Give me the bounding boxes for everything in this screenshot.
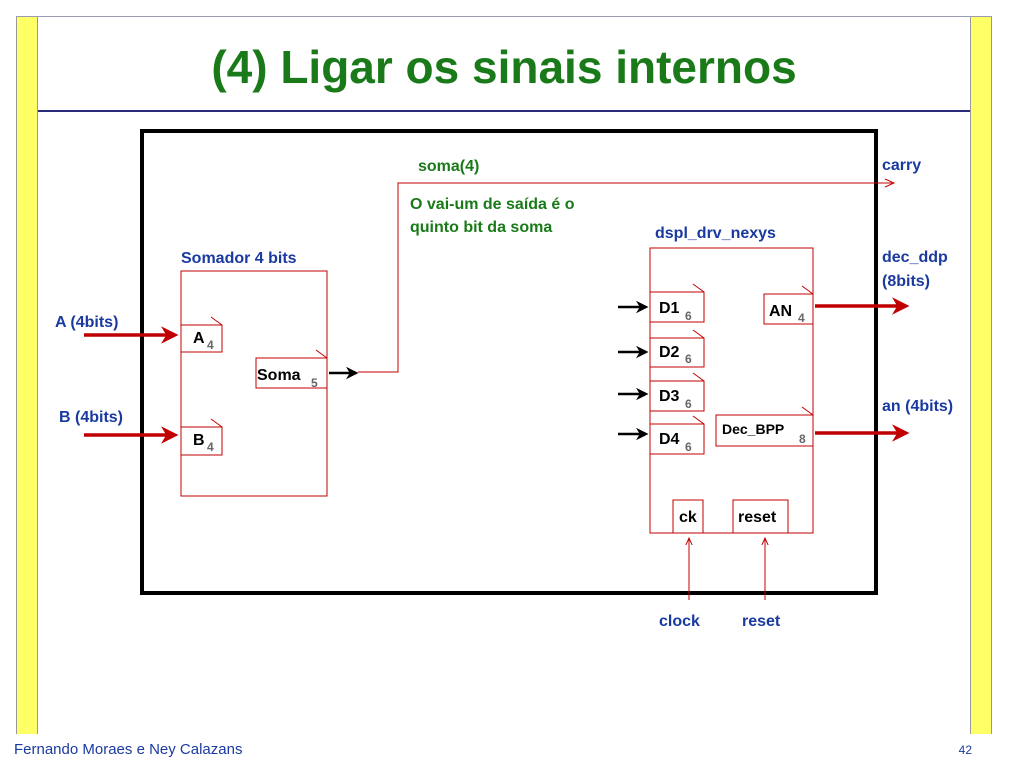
driver-port-reset: reset — [732, 499, 789, 533]
port-soma-width: 5 — [311, 376, 318, 390]
port-soma-label: Soma — [257, 367, 301, 384]
port-d1-label: D1 — [659, 300, 680, 317]
port-d2-width: 6 — [685, 352, 692, 366]
driver-port-d3: D3 6 — [650, 372, 705, 412]
port-d3-width: 6 — [685, 397, 692, 411]
reset-input-label: reset — [742, 613, 781, 630]
driver-port-an: AN 4 — [763, 285, 814, 325]
port-dec-bpp-width: 8 — [799, 432, 806, 446]
port-a-label: A — [193, 330, 205, 347]
adder-port-b: B 4 — [181, 418, 223, 456]
title-underline — [38, 110, 970, 112]
top-border-line — [16, 16, 992, 17]
page-number: 42 — [958, 743, 972, 757]
port-reset-label: reset — [738, 509, 777, 526]
driver-block — [649, 247, 814, 534]
port-dec-bpp-label: Dec_BPP — [722, 421, 784, 437]
port-d2-label: D2 — [659, 344, 680, 361]
left-decorative-bar — [16, 16, 38, 734]
adder-port-soma: Soma 5 — [255, 349, 328, 390]
note-line-1: O vai-um de saída é o — [410, 196, 575, 213]
an-output-label: an (4bits) — [882, 398, 953, 415]
port-an-label: AN — [769, 303, 792, 320]
port-b-label: B — [193, 432, 205, 449]
note-line-2: quinto bit da soma — [410, 219, 552, 236]
slide-title: (4) Ligar os sinais internos — [211, 41, 797, 93]
input-b-label: B (4bits) — [59, 409, 123, 426]
port-a-width: 4 — [207, 338, 214, 352]
driver-port-ck: ck — [672, 499, 704, 533]
soma4-label: soma(4) — [418, 158, 479, 175]
driver-port-d2: D2 6 — [650, 329, 705, 368]
right-decorative-bar — [970, 16, 992, 734]
driver-port-d4: D4 6 — [650, 415, 705, 455]
clock-label: clock — [659, 613, 700, 630]
driver-title: dspl_drv_nexys — [655, 225, 776, 242]
input-a-label: A (4bits) — [55, 314, 118, 331]
carry-label: carry — [882, 157, 921, 174]
footer-authors: Fernando Moraes e Ney Calazans — [14, 741, 243, 758]
port-d4-label: D4 — [659, 431, 680, 448]
dec-ddp-width-label: (8bits) — [882, 273, 930, 290]
adder-block — [180, 270, 328, 497]
port-d4-width: 6 — [685, 440, 692, 454]
soma4-wire — [358, 182, 892, 373]
driver-port-dec-bpp: Dec_BPP 8 — [715, 406, 814, 447]
port-b-width: 4 — [207, 440, 214, 454]
carry-arrowhead — [884, 178, 896, 188]
port-an-width: 4 — [798, 311, 805, 325]
dec-ddp-label: dec_ddp — [882, 249, 948, 266]
top-entity-box — [140, 129, 878, 595]
adder-port-a: A 4 — [181, 316, 223, 353]
port-d1-width: 6 — [685, 309, 692, 323]
port-d3-label: D3 — [659, 388, 680, 405]
port-ck-label: ck — [679, 509, 697, 526]
adder-title: Somador 4 bits — [181, 250, 297, 267]
driver-port-d1: D1 6 — [650, 283, 705, 323]
